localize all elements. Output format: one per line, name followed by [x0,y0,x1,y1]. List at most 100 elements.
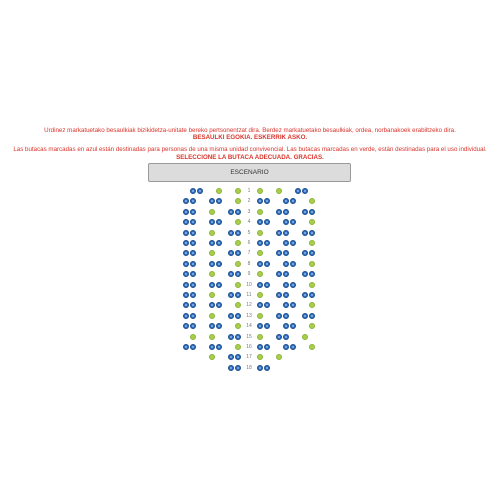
blue-seat[interactable] [264,281,270,288]
blue-seat[interactable] [257,344,263,350]
green-seat[interactable] [209,333,215,340]
blue-seat[interactable] [235,250,241,257]
blue-seat[interactable] [283,260,289,267]
green-seat[interactable] [235,198,241,205]
blue-seat[interactable] [290,344,296,350]
blue-seat[interactable] [290,323,296,330]
blue-seat[interactable] [264,240,270,246]
blue-seat[interactable] [276,271,282,278]
blue-seat[interactable] [283,292,289,298]
blue-seat[interactable] [183,271,189,278]
blue-seat[interactable] [290,219,296,226]
green-seat[interactable] [257,229,263,236]
green-seat[interactable] [209,312,215,319]
green-seat[interactable] [309,323,315,330]
green-seat[interactable] [309,260,315,267]
blue-seat[interactable] [216,344,222,350]
blue-seat[interactable] [235,364,241,371]
blue-seat[interactable] [309,208,315,215]
blue-seat[interactable] [216,323,222,330]
blue-seat[interactable] [183,302,189,309]
green-seat[interactable] [216,188,222,194]
blue-seat[interactable] [209,198,215,205]
blue-seat[interactable] [235,229,241,236]
green-seat[interactable] [235,240,241,246]
blue-seat[interactable] [302,312,308,319]
blue-seat[interactable] [228,312,234,319]
green-seat[interactable] [257,271,263,278]
blue-seat[interactable] [276,250,282,257]
blue-seat[interactable] [264,260,270,267]
blue-seat[interactable] [190,323,196,330]
blue-seat[interactable] [209,344,215,350]
blue-seat[interactable] [302,208,308,215]
green-seat[interactable] [209,354,215,361]
green-seat[interactable] [235,323,241,330]
green-seat[interactable] [309,344,315,350]
green-seat[interactable] [235,260,241,267]
blue-seat[interactable] [283,323,289,330]
blue-seat[interactable] [283,302,289,309]
blue-seat[interactable] [228,364,234,371]
blue-seat[interactable] [309,292,315,298]
blue-seat[interactable] [264,219,270,226]
blue-seat[interactable] [257,240,263,246]
blue-seat[interactable] [283,271,289,278]
blue-seat[interactable] [190,271,196,278]
blue-seat[interactable] [276,312,282,319]
blue-seat[interactable] [290,240,296,246]
green-seat[interactable] [235,344,241,350]
green-seat[interactable] [276,354,282,361]
blue-seat[interactable] [276,333,282,340]
blue-seat[interactable] [190,292,196,298]
blue-seat[interactable] [228,333,234,340]
blue-seat[interactable] [283,312,289,319]
blue-seat[interactable] [309,271,315,278]
blue-seat[interactable] [302,188,308,194]
blue-seat[interactable] [190,240,196,246]
blue-seat[interactable] [283,281,289,288]
blue-seat[interactable] [290,281,296,288]
blue-seat[interactable] [257,323,263,330]
green-seat[interactable] [276,188,282,194]
blue-seat[interactable] [257,281,263,288]
blue-seat[interactable] [209,281,215,288]
blue-seat[interactable] [235,312,241,319]
blue-seat[interactable] [235,354,241,361]
blue-seat[interactable] [290,302,296,309]
blue-seat[interactable] [257,302,263,309]
blue-seat[interactable] [183,198,189,205]
blue-seat[interactable] [183,292,189,298]
blue-seat[interactable] [190,188,196,194]
green-seat[interactable] [309,240,315,246]
blue-seat[interactable] [283,229,289,236]
blue-seat[interactable] [257,364,263,371]
green-seat[interactable] [257,292,263,298]
blue-seat[interactable] [190,344,196,350]
blue-seat[interactable] [257,198,263,205]
blue-seat[interactable] [190,281,196,288]
blue-seat[interactable] [290,260,296,267]
blue-seat[interactable] [216,260,222,267]
blue-seat[interactable] [302,292,308,298]
blue-seat[interactable] [283,250,289,257]
blue-seat[interactable] [276,208,282,215]
blue-seat[interactable] [228,229,234,236]
blue-seat[interactable] [190,229,196,236]
blue-seat[interactable] [235,333,241,340]
green-seat[interactable] [302,333,308,340]
blue-seat[interactable] [190,302,196,309]
blue-seat[interactable] [302,229,308,236]
green-seat[interactable] [190,333,196,340]
green-seat[interactable] [235,219,241,226]
blue-seat[interactable] [309,250,315,257]
blue-seat[interactable] [228,271,234,278]
blue-seat[interactable] [216,240,222,246]
green-seat[interactable] [209,292,215,298]
blue-seat[interactable] [183,281,189,288]
green-seat[interactable] [209,250,215,257]
blue-seat[interactable] [183,323,189,330]
blue-seat[interactable] [209,240,215,246]
blue-seat[interactable] [183,260,189,267]
green-seat[interactable] [309,198,315,205]
